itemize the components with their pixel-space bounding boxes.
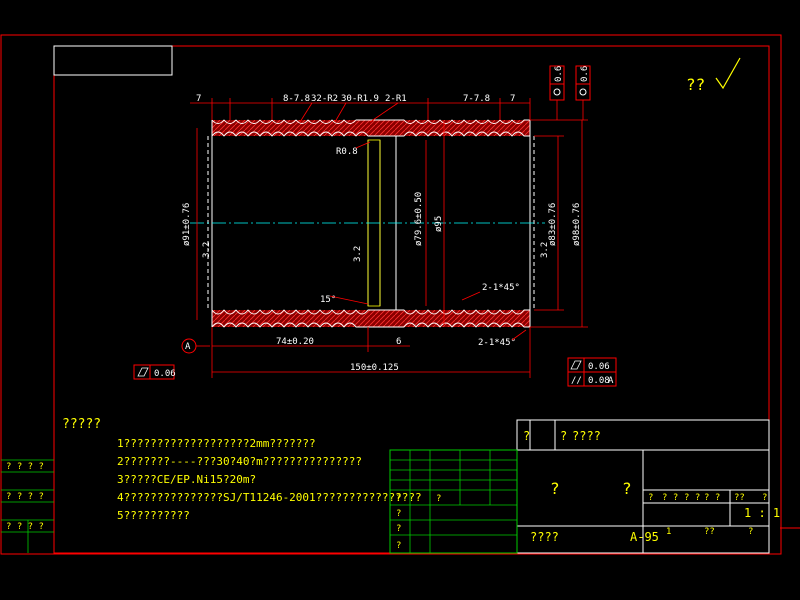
dim-radius-c: 2-R1: [385, 94, 407, 104]
dim-corner-radius: R0.8: [336, 147, 358, 157]
tb-bottom-cell-3: ?: [748, 527, 753, 537]
tb-head-cell-3: ? ?: [684, 493, 700, 503]
dim-len-total: 150±0.125: [350, 363, 399, 373]
dim-chamfer-b: 2-1*45°: [478, 338, 516, 348]
tb-big-a: ?: [550, 479, 560, 498]
tb-top-mid: ?: [560, 429, 567, 443]
corner-box: [53, 45, 173, 76]
tol-flatness-right: 0.06: [588, 362, 610, 372]
flatness-right-icon: [570, 360, 582, 370]
roughness-small-left: 3.2: [202, 242, 212, 258]
tb-head-cell-1: ?: [648, 493, 653, 503]
dim-len-left: 74±0.20: [276, 337, 314, 347]
top-tol-b: 0.6: [580, 66, 590, 82]
top-corrugation: [211, 131, 530, 137]
tb-scale: 1 : 1: [744, 506, 780, 520]
tb-row-mark-5: ?: [396, 541, 401, 551]
tb-top-left: ?: [523, 429, 530, 443]
tb-big-b: ?: [622, 479, 632, 498]
roughness-small-right: 3.2: [540, 242, 550, 258]
leader-angle: [329, 295, 369, 305]
tb-head-cell-4: ? ?: [704, 493, 720, 503]
tb-row-mark-1: ?: [396, 494, 401, 504]
dim-pitch-left: 7: [196, 94, 201, 104]
leader-radius-b: [334, 102, 347, 123]
dim-angle: 15°: [320, 295, 336, 305]
note-line-4: 4???????????????SJ/T11246-2001??????????…: [117, 491, 422, 504]
dim-groove-left: 8-7.8: [283, 94, 310, 104]
bottom-corrugation: [211, 309, 530, 315]
note-line-5: 5??????????: [117, 509, 190, 522]
tb-row-mark-4: ?: [396, 524, 401, 534]
dim-len-step: 6: [396, 337, 401, 347]
top-outer-waves: [211, 119, 530, 124]
bottom-outer-waves: [211, 322, 530, 328]
flatness-left-icon: [137, 367, 149, 377]
tb-head-cell-2: ? ?: [662, 493, 678, 503]
dim-dia-bore: ø95: [434, 216, 444, 232]
tb-part-name: ????: [530, 530, 559, 544]
tb-top-right: ????: [572, 429, 601, 443]
dim-dia-right-b: ø98±0.76: [572, 203, 582, 246]
tb-bottom-cell-2: ??: [704, 527, 715, 537]
note-line-1: 1???????????????????2mm???????: [117, 437, 316, 450]
parallel-icon: //: [571, 376, 582, 386]
dim-dia-right-a: ø83±0.76: [548, 203, 558, 246]
top-tol-icon-a: [553, 88, 561, 96]
tb-drawing-code: A-95: [630, 530, 659, 544]
top-tol-a: 0.6: [554, 66, 564, 82]
left-margin-table: [1, 459, 54, 553]
dim-dia-inner: ø79.6±0.50: [414, 192, 424, 246]
datum-label: A: [185, 342, 191, 352]
leader-chamfer-a: [461, 291, 481, 301]
tb-head-cell-5: ??: [734, 493, 745, 503]
leader-radius-a: [299, 102, 313, 123]
tol-left-frame: [133, 364, 175, 380]
tb-row-mark-2: ?: [436, 494, 441, 504]
leader-corner: [355, 141, 371, 149]
outer-frame: [0, 34, 782, 555]
dim-radius-b: 30-R1.9: [341, 94, 379, 104]
dim-dia-left: ø91±0.76: [182, 203, 192, 246]
roughness-label: ??: [686, 75, 705, 94]
tol-parallel-right: 0.08: [588, 376, 610, 386]
tol-parallel-datum: A: [608, 376, 614, 386]
leader-radius-c: [369, 102, 399, 123]
title-block-grid: [389, 419, 770, 554]
note-line-2: 2???????----???30?40?m???????????????: [117, 455, 362, 468]
left-cell-1: ? ? ? ?: [6, 462, 44, 472]
left-cell-3: ? ? ? ?: [6, 522, 44, 532]
tb-bottom-cell-1: 1: [666, 527, 671, 537]
dim-groove-right: 7-7.8: [463, 94, 490, 104]
tb-head-cell-6: ?: [762, 493, 767, 503]
dim-chamfer-a: 2-1*45°: [482, 283, 520, 293]
note-line-3: 3?????CE/EP.Ni15?20m?: [117, 473, 256, 486]
dim-pitch-right: 7: [510, 94, 515, 104]
top-wall: [212, 120, 530, 136]
roughness-small-mid: 3.2: [353, 246, 363, 262]
tb-row-mark-3: ?: [396, 509, 401, 519]
tol-flatness-left: 0.06: [154, 369, 176, 379]
top-tol-icon-b: [579, 88, 587, 96]
bottom-wall: [212, 310, 530, 327]
notes-title: ?????: [62, 417, 101, 432]
left-cell-2: ? ? ? ?: [6, 492, 44, 502]
roughness-check-icon: [715, 57, 741, 90]
leader-chamfer-b: [511, 329, 527, 341]
dim-radius-a: 32-R2: [311, 94, 338, 104]
